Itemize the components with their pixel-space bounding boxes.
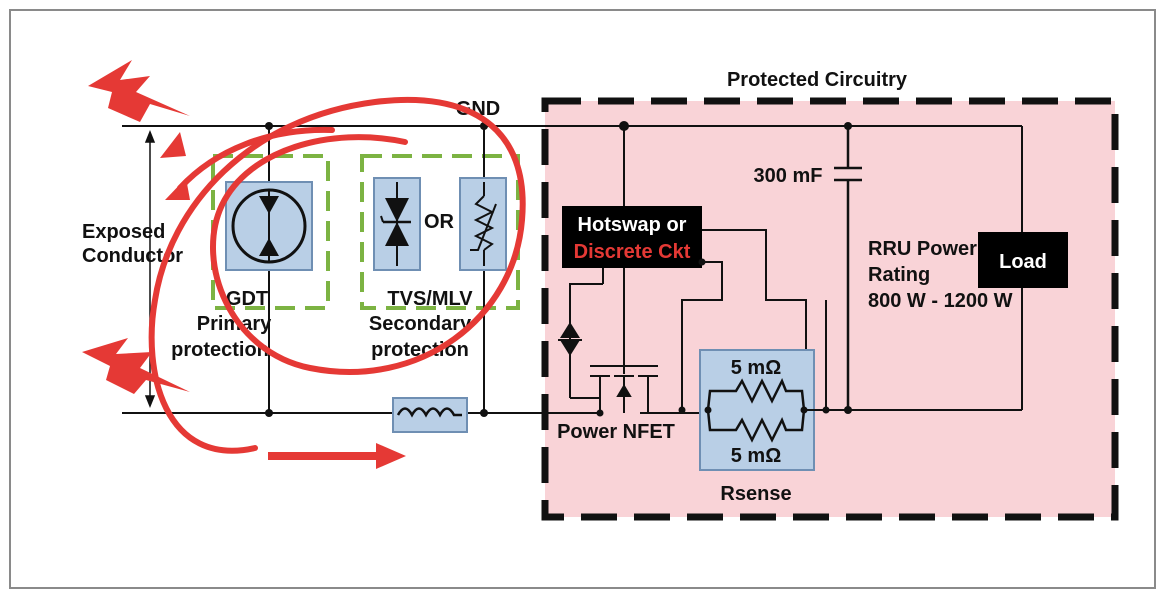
load-box bbox=[978, 232, 1068, 288]
power-nfet-icon bbox=[590, 365, 682, 414]
secondary-protection-group bbox=[360, 154, 520, 310]
primary-protection-label: Primary bbox=[197, 313, 272, 335]
secondary-protection-label: Secondary bbox=[369, 313, 472, 335]
surge-current-path bbox=[148, 96, 526, 454]
surge-arrowhead bbox=[165, 178, 190, 200]
primary-protection-label-2: protection bbox=[171, 339, 269, 361]
resistor-bottom-label: 5 mΩ bbox=[731, 445, 782, 467]
tvs-mlv-label: TVS/MLV bbox=[387, 288, 473, 310]
protected-circuitry-label: Protected Circuitry bbox=[727, 69, 908, 91]
rsense-label: Rsense bbox=[720, 483, 791, 505]
circuit-diagram: Protected Circuitry Exposed Conductor GN… bbox=[82, 60, 1119, 521]
exposed-conductor-label: Exposed bbox=[82, 221, 165, 243]
arrow-right-icon bbox=[268, 443, 406, 469]
capacitor-label: 300 mF bbox=[754, 165, 823, 187]
resistor-icon bbox=[706, 377, 806, 443]
gdt-icon bbox=[225, 181, 313, 271]
surge-arrowhead-2 bbox=[160, 132, 186, 158]
protected-circuitry-region bbox=[545, 101, 1115, 517]
gnd-label: GND bbox=[456, 98, 500, 120]
gdt-label: GDT bbox=[226, 288, 268, 310]
rru-power-label: RRU Power bbox=[868, 238, 977, 260]
hotswap-controller-box bbox=[562, 206, 702, 268]
tvs-diode-icon bbox=[373, 177, 421, 271]
capacitor-icon bbox=[834, 126, 862, 410]
load-label: Load bbox=[999, 251, 1047, 273]
rru-rating-label: Rating bbox=[868, 264, 930, 286]
rsense-box bbox=[699, 349, 815, 471]
mlv-varistor-icon bbox=[459, 177, 507, 271]
hotswap-label: Hotswap or bbox=[578, 214, 687, 236]
or-label: OR bbox=[424, 211, 455, 233]
lightning-bolt-icon bbox=[88, 60, 190, 122]
resistor-top-label: 5 mΩ bbox=[731, 357, 782, 379]
rru-wattage-label: 800 W - 1200 W bbox=[868, 290, 1013, 312]
protected-circuitry-border bbox=[541, 97, 1119, 521]
control-wires bbox=[569, 121, 807, 410]
power-nfet-label: Power NFET bbox=[557, 421, 675, 443]
exposed-conductor-label-2: Conductor bbox=[82, 245, 183, 267]
discrete-ckt-label: Discrete Ckt bbox=[574, 241, 691, 263]
inductor-icon bbox=[392, 397, 468, 433]
lightning-bolt-icon-2 bbox=[82, 338, 190, 394]
